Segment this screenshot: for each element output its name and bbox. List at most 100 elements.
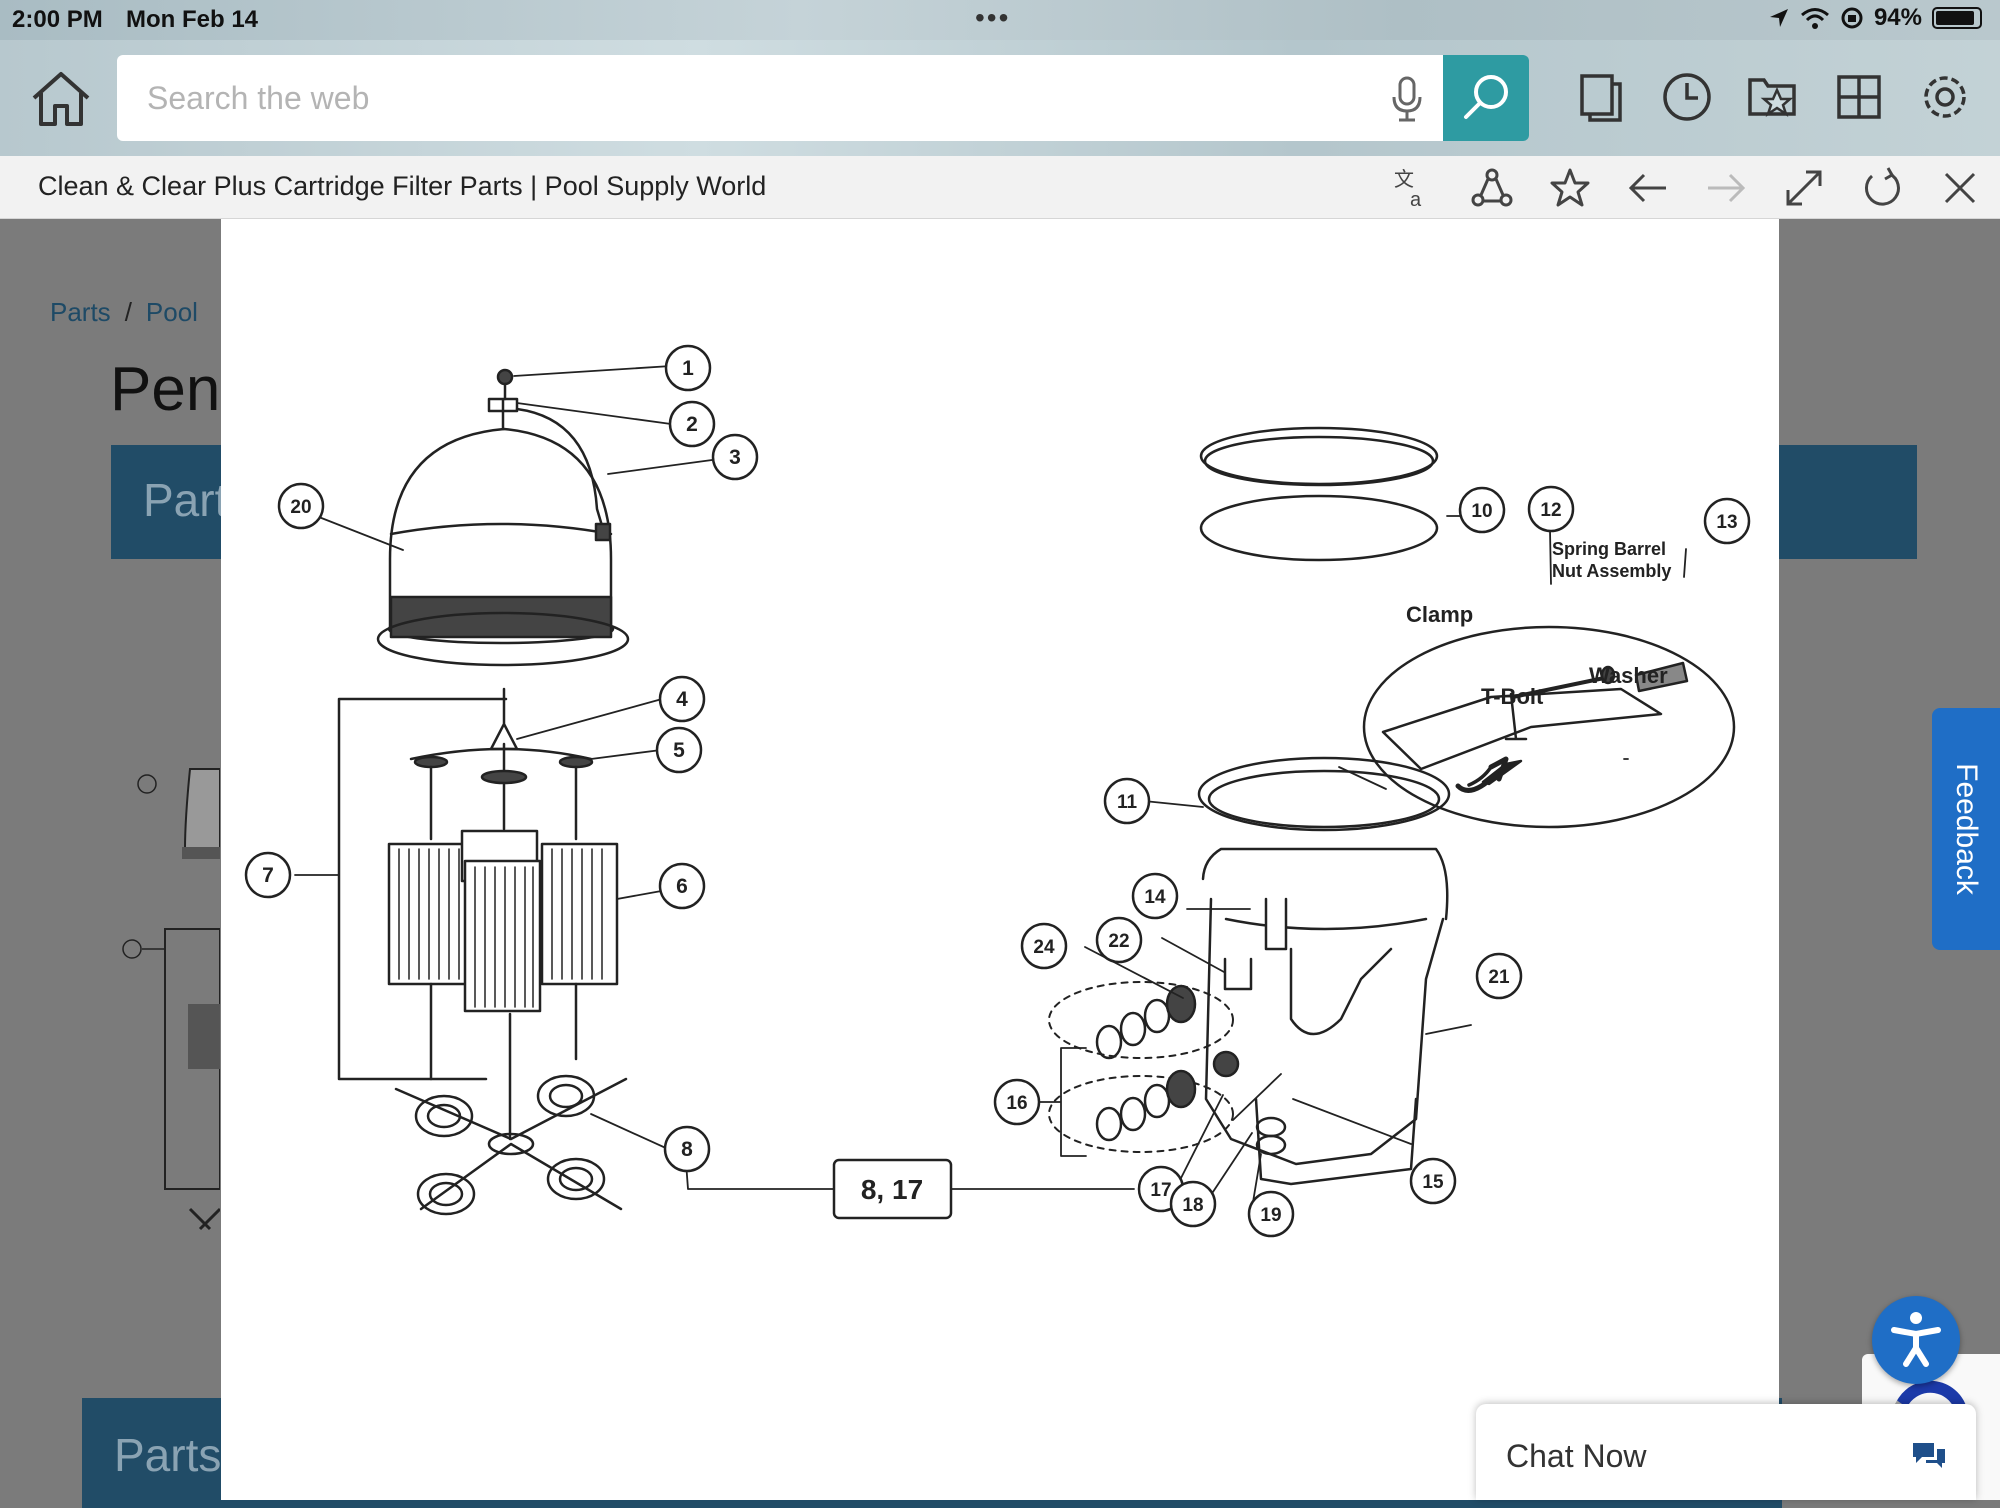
apps-icon[interactable] [1830, 68, 1888, 126]
tab-title-bar: Clean & Clear Plus Cartridge Filter Part… [0, 156, 2000, 219]
callout-12: 12 [1527, 485, 1575, 533]
expand-icon[interactable] [1782, 166, 1826, 210]
callout-number: 21 [1488, 967, 1510, 988]
search-bar[interactable] [117, 55, 1443, 141]
callout-number: 4 [676, 688, 688, 711]
callout-circle [655, 726, 703, 774]
callout-circle [277, 482, 325, 530]
status-time: 2:00 PM [12, 6, 103, 33]
breadcrumb-parts[interactable]: Parts [50, 297, 111, 327]
label-spring-barrel: Spring Barrel [1552, 539, 1666, 559]
status-date: Mon Feb 14 [126, 6, 259, 33]
callout-6: 6 [658, 862, 706, 910]
callout-20: 20 [277, 482, 325, 530]
translate-icon[interactable]: 文a [1392, 166, 1436, 210]
home-icon[interactable] [28, 66, 94, 132]
star-icon[interactable] [1548, 166, 1592, 210]
callout-circle [711, 433, 759, 481]
location-icon [1769, 9, 1788, 27]
combined-callout-8-17: 8, 17 [832, 1158, 953, 1220]
callout-1: 1 [664, 344, 712, 392]
callout-number: 17 [1150, 1180, 1171, 1201]
background-tab-label: Part [143, 474, 228, 526]
label-t-bolt: T-Bolt [1481, 684, 1544, 709]
forward-icon[interactable] [1704, 166, 1748, 210]
callout-24: 24 [1020, 922, 1068, 970]
callout-number: 6 [676, 875, 688, 898]
cartridge-assembly [337, 687, 594, 1081]
battery-percent: 94% [1873, 4, 1922, 31]
o-ring [1199, 426, 1439, 562]
search-button[interactable] [1443, 55, 1529, 141]
status-bar: 2:00 PM Mon Feb 14 ••• 94% [0, 0, 2000, 40]
callout-number: 11 [1117, 792, 1138, 813]
settings-icon[interactable] [1916, 68, 1974, 126]
callout-14: 14 [1131, 872, 1179, 920]
port-fittings [1048, 981, 1287, 1156]
callout-number: 19 [1260, 1205, 1281, 1226]
close-icon[interactable] [1938, 166, 1982, 210]
accessibility-button[interactable] [1872, 1296, 1960, 1384]
callout-leaders [294, 365, 1687, 1215]
feedback-label: Feedback [1950, 763, 1983, 895]
callout-circle [1020, 922, 1068, 970]
callout-circle [1131, 872, 1179, 920]
callout-circle [1475, 952, 1523, 1000]
callout-circle [1169, 1180, 1217, 1228]
back-icon[interactable] [1626, 166, 1670, 210]
callout-number: 15 [1422, 1172, 1444, 1193]
callout-circle [1095, 916, 1143, 964]
history-icon[interactable] [1658, 68, 1716, 126]
callout-number: 8 [681, 1138, 693, 1161]
refresh-icon[interactable] [1860, 166, 1904, 210]
arrow-icon [1455, 756, 1509, 793]
callout-circle [668, 400, 716, 448]
callout-18: 18 [1169, 1180, 1217, 1228]
accessibility-icon [1891, 1312, 1941, 1367]
callout-number: 5 [673, 739, 685, 762]
breadcrumb-pool[interactable]: Pool [145, 297, 198, 327]
callout-number: 18 [1182, 1195, 1203, 1216]
callout-circle [658, 862, 706, 910]
search-input[interactable] [145, 71, 1349, 125]
callout-4: 4 [658, 675, 706, 723]
battery-icon [1932, 7, 1982, 29]
label-washer: Washer [1589, 663, 1668, 688]
callout-number: 13 [1716, 512, 1737, 533]
callout-circle [1527, 485, 1575, 533]
share-icon[interactable] [1470, 166, 1514, 210]
feedback-tab[interactable]: Feedback [1932, 708, 2000, 950]
favorites-icon[interactable] [1744, 68, 1802, 126]
microphone-icon[interactable] [1387, 75, 1427, 123]
callout-number: 14 [1144, 887, 1166, 908]
callout-19: 19 [1247, 1190, 1295, 1238]
callout-15: 15 [1409, 1157, 1457, 1205]
callout-circle [1703, 497, 1751, 545]
orientation-lock-icon [1841, 7, 1863, 29]
multitasking-dots-icon[interactable]: ••• [975, 2, 1011, 33]
parts-diagram: 8, 17 Spring Barrel Nut Assembly Clamp W… [244, 344, 1751, 1238]
filter-cartridges [387, 829, 619, 1141]
svg-text:a: a [1410, 189, 1422, 210]
callout-circle [993, 1078, 1041, 1126]
callout-number: 2 [686, 413, 698, 436]
chat-bubble-icon [1913, 1443, 1945, 1468]
callout-11: 11 [1103, 777, 1151, 825]
callout-circle [1458, 486, 1506, 534]
combined-callout-label: 8, 17 [861, 1174, 923, 1205]
wifi-icon [1800, 8, 1829, 29]
chat-now-label: Chat Now [1506, 1438, 1647, 1474]
callout-13: 13 [1703, 497, 1751, 545]
callout-number: 1 [682, 357, 694, 380]
tabs-icon[interactable] [1572, 68, 1630, 126]
callout-number: 3 [729, 446, 741, 469]
callout-7: 7 [244, 851, 292, 899]
chat-now-widget[interactable]: Chat Now [1476, 1404, 1976, 1500]
filter-lid [376, 368, 630, 667]
callout-number: 24 [1033, 937, 1055, 958]
callout-8: 8 [663, 1125, 711, 1173]
background-bottom-tab-label: Parts [114, 1429, 222, 1481]
callout-number: 20 [290, 497, 311, 518]
callout-circle [1409, 1157, 1457, 1205]
